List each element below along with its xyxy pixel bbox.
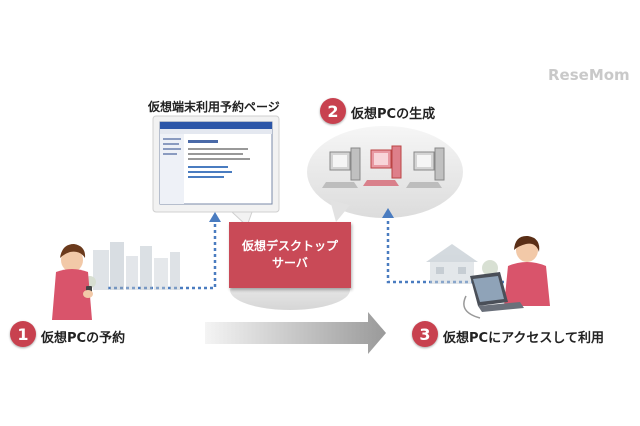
step-3-label: 仮想PCにアクセスして利用: [443, 331, 605, 346]
step-1-label: 仮想PCの予約: [41, 331, 126, 346]
step-2-label: 仮想PCの生成: [351, 107, 436, 122]
step-1-number-badge: 1: [10, 321, 36, 347]
reservation-page-window: [159, 121, 273, 205]
step-3-number-badge: 3: [412, 321, 438, 347]
arrowhead-to-browser: [209, 212, 221, 222]
server-label-line2: サーバ: [272, 256, 308, 270]
person-with-phone: [52, 244, 93, 320]
virtual-desktop-server: 仮想デスクトップ サーバ: [229, 222, 351, 288]
reservation-page-caption: 仮想端末利用予約ページ: [148, 100, 280, 114]
person-with-laptop: [463, 235, 550, 319]
virtual-pc-cloud: [307, 126, 463, 222]
server-label-line1: 仮想デスクトップ: [241, 239, 338, 253]
virtual-pc-gray-left: [322, 147, 361, 188]
city-illustration: [84, 242, 180, 290]
process-arrow: [205, 312, 386, 354]
resemom-watermark: ReseMom: [548, 66, 630, 84]
step-2-number-badge: 2: [320, 98, 346, 124]
virtual-pc-gray-right: [406, 147, 445, 188]
arrowhead-to-cloud: [382, 208, 394, 218]
flow-dotted-lines: [108, 215, 510, 290]
house-illustration: [426, 244, 498, 284]
virtual-pc-red-center: [363, 145, 402, 186]
